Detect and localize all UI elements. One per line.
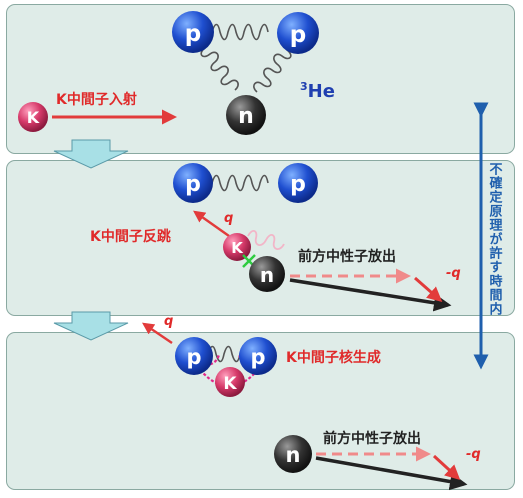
proton: p (175, 337, 213, 375)
svg-text:p: p (250, 345, 265, 369)
kaon-momentum-arrow (142, 322, 173, 344)
proton: p (277, 12, 319, 54)
q-label: q (164, 314, 174, 329)
minus-q-label: -q (446, 266, 461, 281)
neutron-momentum-arrow (315, 456, 468, 491)
kaon-recoil-label: K中間子反跳 (90, 229, 171, 245)
kaon-bond (199, 354, 259, 385)
proton: p (172, 11, 214, 53)
nucleus-symbol: He (307, 81, 335, 102)
nucleus-label: 3He (300, 80, 335, 102)
svg-text:K: K (231, 239, 244, 257)
svg-text:p: p (186, 345, 201, 369)
svg-text:p: p (290, 172, 306, 197)
q-label: q (224, 211, 234, 226)
momentum-transfer-arrow (432, 454, 461, 481)
proton: p (173, 163, 213, 203)
kaonic-nucleus-label: K中間子核生成 (286, 350, 381, 366)
spring-p-n-left (200, 47, 239, 91)
svg-text:K: K (27, 108, 40, 127)
forward-neutron-label: 前方中性子放出 (323, 431, 421, 447)
nucleus-mass-number: 3 (300, 80, 308, 93)
forward-neutron-label: 前方中性子放出 (298, 249, 396, 265)
svg-text:K: K (223, 374, 237, 394)
spring-p-n-right (253, 49, 292, 93)
svg-text:n: n (260, 263, 274, 287)
neutron-momentum-arrow (289, 278, 452, 312)
broken-bond (247, 230, 285, 250)
proton: p (278, 163, 318, 203)
kaon: K (223, 233, 251, 261)
neutron: n (249, 256, 285, 292)
neutron: n (226, 95, 266, 135)
kaon: K (215, 367, 245, 397)
spring-p-p (211, 23, 269, 41)
neutron: n (274, 435, 312, 473)
spring-p-p (211, 174, 269, 192)
kaon: K (18, 102, 48, 132)
step-arrow-2 (53, 311, 129, 341)
proton: p (239, 337, 277, 375)
incident-label: K中間子入射 (56, 92, 137, 108)
svg-text:n: n (238, 104, 254, 129)
svg-text:n: n (286, 443, 301, 467)
kaon-recoil-arrow (193, 210, 230, 237)
minus-q-label: -q (466, 447, 481, 462)
step-arrow-1 (53, 139, 129, 169)
momentum-transfer-arrow (414, 276, 443, 302)
svg-text:p: p (290, 22, 306, 48)
time-window-label: 不確定原理が許す時間内 (485, 126, 503, 352)
svg-text:p: p (185, 21, 201, 47)
time-window-text: 不確定原理が許す時間内 (486, 162, 502, 316)
svg-text:p: p (185, 172, 201, 197)
